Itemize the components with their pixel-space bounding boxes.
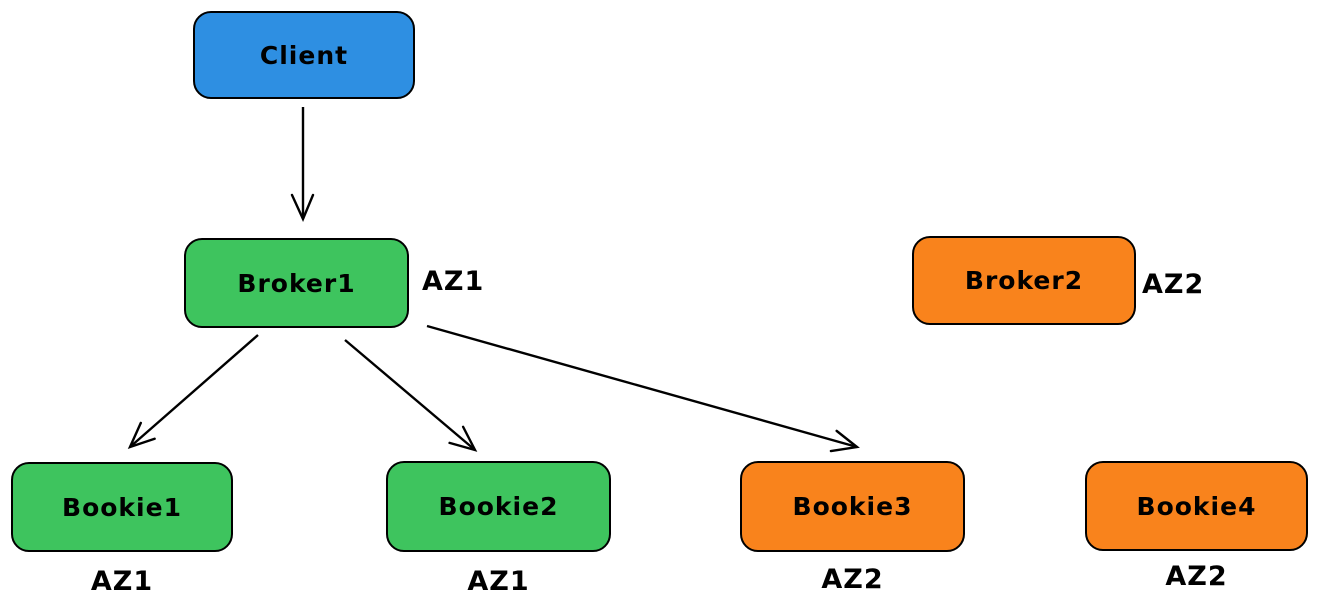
node-client-label: Client bbox=[259, 40, 349, 70]
edge-broker1-bookie1 bbox=[127, 334, 259, 450]
edge-broker1-bookie2 bbox=[344, 339, 478, 452]
node-bookie3: Bookie3 bbox=[740, 461, 965, 552]
zone-label-broker1: AZ1 bbox=[422, 266, 485, 297]
edge-broker1-bookie3 bbox=[426, 324, 860, 453]
node-client: Client bbox=[193, 11, 415, 99]
zone-label-bookie4: AZ2 bbox=[1165, 561, 1228, 592]
node-bookie1: Bookie1 bbox=[11, 462, 233, 552]
zone-label-bookie1: AZ1 bbox=[90, 566, 154, 597]
node-broker1: Broker1 bbox=[184, 238, 409, 328]
node-bookie3-label: Bookie3 bbox=[792, 492, 913, 521]
node-bookie2: Bookie2 bbox=[386, 461, 611, 552]
node-bookie4-label: Bookie4 bbox=[1136, 491, 1257, 521]
zone-label-bookie2: AZ1 bbox=[467, 566, 530, 597]
node-broker2: Broker2 bbox=[912, 236, 1136, 325]
node-bookie4: Bookie4 bbox=[1085, 461, 1308, 551]
node-bookie1-label: Bookie1 bbox=[62, 492, 182, 522]
node-bookie2-label: Bookie2 bbox=[438, 492, 559, 521]
node-broker2-label: Broker2 bbox=[964, 266, 1084, 295]
zone-label-broker2: AZ2 bbox=[1142, 269, 1205, 300]
zone-label-bookie3: AZ2 bbox=[821, 564, 884, 595]
node-broker1-label: Broker1 bbox=[237, 268, 356, 298]
